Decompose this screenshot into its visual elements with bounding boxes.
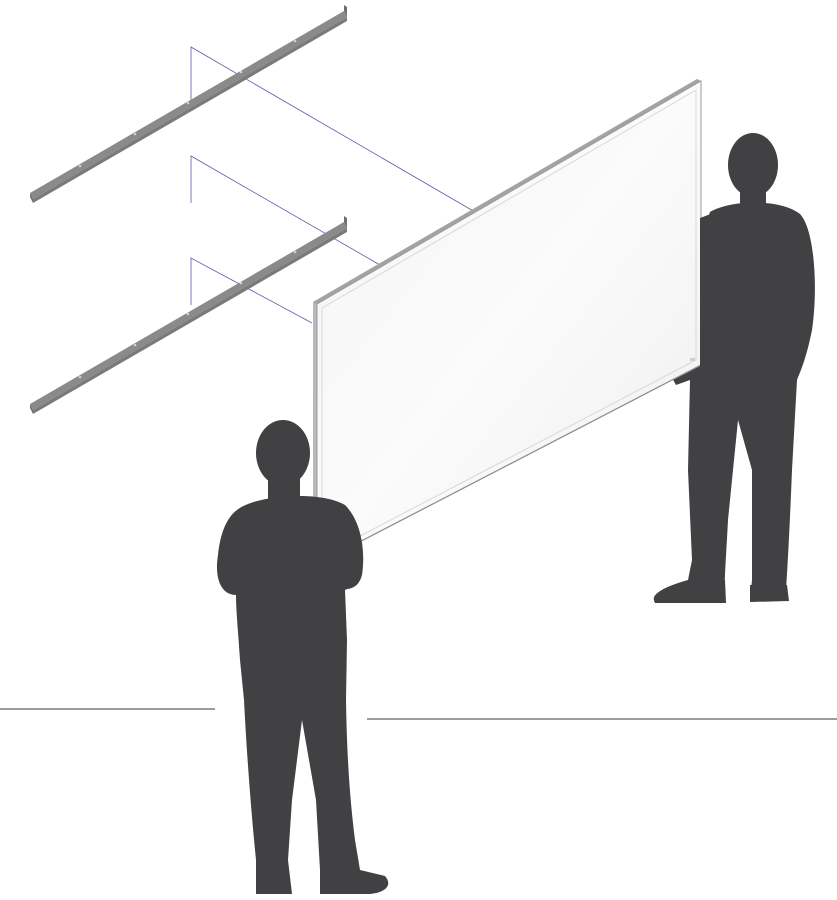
guide-line-top [190,46,476,213]
alignment-guides [190,46,476,324]
guide-line-bottom [190,257,313,324]
whiteboard-panel-icon [313,79,702,566]
mounting-rail-icon [30,216,347,414]
guide-line-middle [190,155,381,266]
person-silhouette-icon [653,133,815,603]
mounting-rail-icon [30,5,347,203]
hand-icon [700,212,718,372]
person-silhouette-icon [216,420,389,894]
